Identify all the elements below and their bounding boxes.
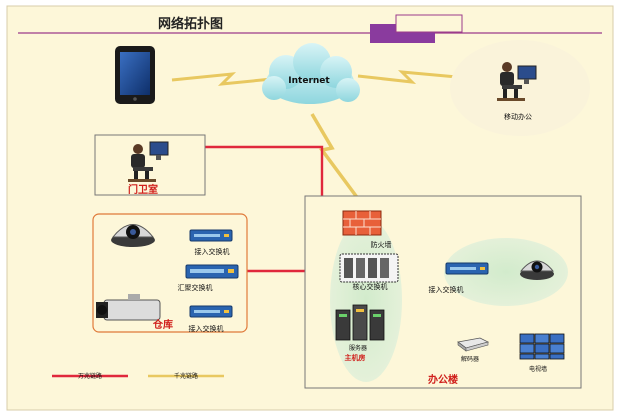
decoder-label: 解码器	[461, 355, 479, 363]
dome-camera-icon	[519, 260, 555, 280]
switch-icon	[445, 262, 489, 275]
diagram-title: 网络拓扑图	[158, 16, 223, 32]
switch-icon	[189, 229, 233, 242]
legend-fiber-label: 万兆链路	[78, 372, 102, 380]
dome-camera-icon	[111, 224, 155, 247]
office-building: 防火墙 核心交换机 服务器 主机房 接入交换机	[304, 195, 582, 389]
box-camera-icon	[96, 294, 161, 321]
legend-gigabit-label: 千兆链路	[174, 372, 198, 380]
gigabit-link-internet-firewall	[310, 113, 364, 206]
core-switch-icon	[339, 253, 399, 283]
switch-icon	[185, 264, 239, 279]
office-camera-zone	[444, 238, 568, 306]
guard-room-label: 门卫室	[128, 183, 158, 196]
aggregation-switch-label: 汇聚交换机	[178, 283, 213, 292]
firewall-icon	[342, 210, 382, 236]
switch-icon	[189, 305, 233, 318]
office-access-switch-label: 接入交换机	[429, 285, 464, 294]
mobile-office: 移动办公	[450, 40, 590, 136]
tablet-icon	[115, 46, 155, 104]
tv-wall-label: 电视墙	[529, 365, 547, 373]
user-workstation-icon	[128, 141, 169, 182]
warehouse-label: 仓库	[152, 318, 173, 331]
header: 网络拓扑图	[18, 14, 602, 43]
tv-wall-icon	[519, 333, 565, 360]
legend: 万兆链路 千兆链路	[52, 372, 224, 380]
guard-room: 门卫室	[94, 134, 206, 196]
cloud-icon: Internet	[262, 43, 360, 104]
gigabit-link-tablet	[171, 72, 273, 86]
office-building-label: 办公楼	[428, 373, 458, 386]
decoder-icon	[457, 337, 490, 352]
user-workstation-icon	[497, 62, 537, 101]
server-icon	[335, 304, 385, 341]
access-switch-label-top: 接入交换机	[195, 247, 230, 256]
firewall-label: 防火墙	[371, 240, 392, 249]
core-switch-label: 核心交换机	[353, 282, 388, 291]
server-caption: 服务器	[349, 344, 367, 352]
internet-label: Internet	[288, 76, 330, 86]
gigabit-link-mobile	[357, 70, 469, 84]
header-block-outline	[395, 14, 463, 33]
access-switch-label-bottom: 接入交换机	[189, 324, 224, 333]
warehouse: 接入交换机 汇聚交换机 仓库 接入交换机	[92, 213, 248, 333]
mobile-office-label: 移动办公	[504, 112, 532, 121]
server-room-label: 主机房	[345, 353, 366, 362]
